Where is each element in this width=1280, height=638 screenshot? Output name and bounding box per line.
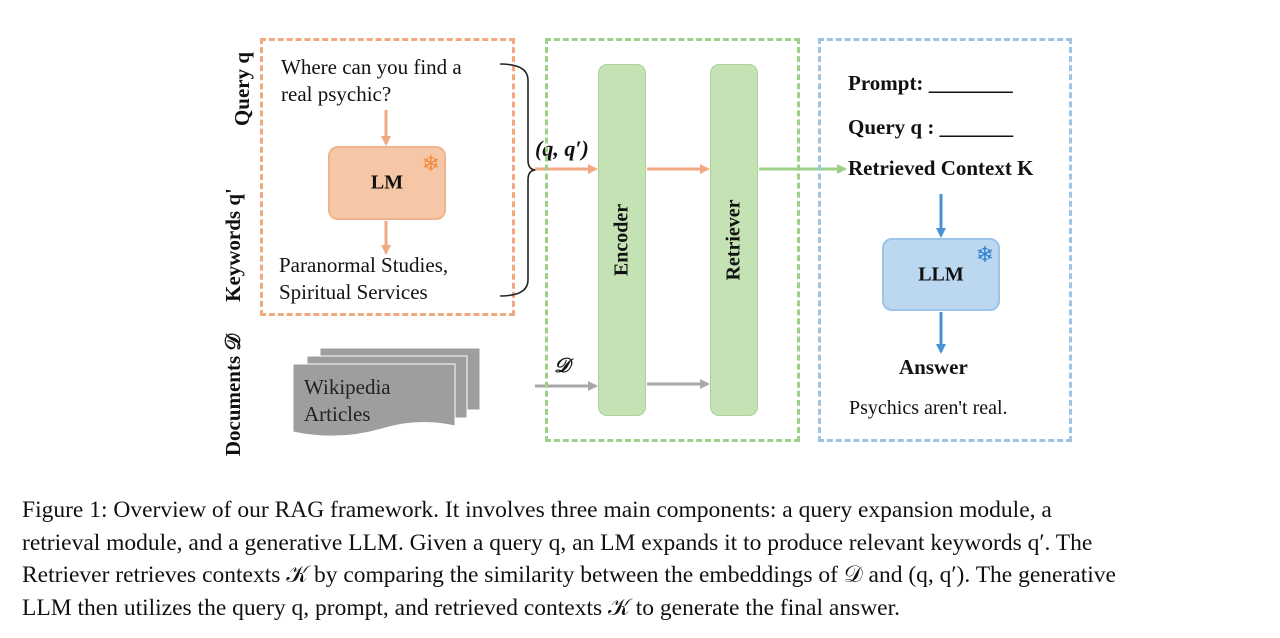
connector-layer [292, 63, 946, 437]
prompt-label: Prompt: [848, 71, 924, 95]
query-label: Query q : [848, 115, 935, 139]
documents-arrow-label: 𝒟 [554, 355, 570, 377]
encoder-label: Encoder [610, 203, 633, 277]
caption-line: retrieval module, and a generative LLM. … [22, 529, 1093, 556]
lm-label: LM [370, 171, 404, 194]
generation-module [818, 38, 1072, 442]
llm-label: LLM [918, 263, 964, 285]
prompt-field: Prompt: ________ [848, 71, 1013, 96]
retriever-block: Retriever [710, 64, 758, 416]
retrieval-module [545, 38, 800, 442]
documents-text-line2: Articles [304, 402, 371, 426]
query-text-line1: Where can you find a [281, 55, 462, 79]
snowflake-icon: ❄ [975, 242, 994, 267]
query-expansion-module [260, 38, 515, 316]
query-field: Query q : _______ [848, 115, 1013, 140]
figure-caption: Figure 1: Overview of our RAG framework.… [22, 494, 1262, 624]
caption-line: LLM then utilizes the query q, prompt, a… [22, 594, 900, 621]
snowflake-icon: ❄ [421, 151, 440, 176]
query-text-line2: real psychic? [281, 82, 392, 106]
retriever-label: Retriever [722, 199, 745, 281]
pair-label: (q, q′) [535, 136, 589, 161]
retrieved-context-label: Retrieved Context K [848, 156, 1034, 180]
encoder-block: Encoder [598, 64, 646, 416]
document-sheet-front [292, 363, 456, 437]
caption-line: Retriever retrieves contexts 𝒦 by compar… [22, 562, 1116, 588]
answer-text: Psychics aren't real. [849, 397, 1008, 419]
documents-text-line1: Wikipedia [304, 375, 391, 399]
lm-block: LM ❄ [328, 146, 446, 220]
keywords-text-line1: Paranormal Studies, [279, 253, 449, 277]
answer-label: Answer [899, 355, 968, 379]
rag-framework-figure: Query q Keywords q' Documents 𝒟 Where ca… [221, 38, 1072, 456]
query-blank: _______ [939, 115, 1014, 139]
llm-block: LLM ❄ [882, 238, 1000, 311]
caption-line: Figure 1: Overview of our RAG framework.… [22, 497, 1052, 523]
keywords-text-line2: Spiritual Services [279, 280, 428, 304]
prompt-blank: ________ [928, 71, 1013, 95]
bracket [499, 63, 537, 297]
